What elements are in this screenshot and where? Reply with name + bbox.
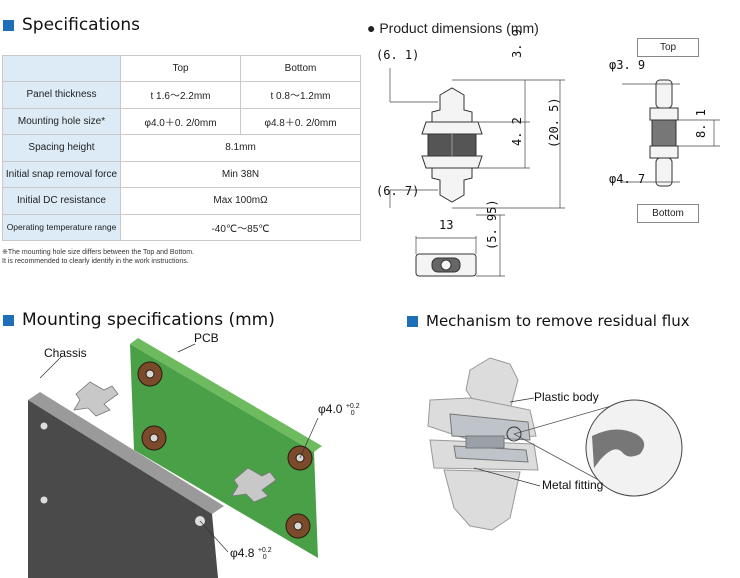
- row-value-top: φ4.0＋0. 2/0mm: [120, 107, 241, 135]
- tolerance-upper: +0.2: [257, 546, 272, 554]
- tolerance-lower: 0: [262, 553, 267, 561]
- column-header-bottom: Bottom: [240, 55, 361, 82]
- spec-note-2: It is recommended to clearly identify in…: [2, 258, 189, 265]
- row-label: Spacing height: [2, 134, 121, 162]
- table-row: Mounting hole size* φ4.0＋0. 2/0mm φ4.8＋0…: [2, 107, 361, 135]
- mounting-illustration: [28, 338, 322, 578]
- table-row: Initial snap removal force Min 38N: [2, 160, 361, 188]
- table-header-row: Top Bottom: [2, 55, 361, 82]
- dim-20-5: (20. 5): [547, 97, 561, 148]
- row-label: Mounting hole size*: [2, 107, 121, 135]
- mounting-section-title: Mounting specifications (mm): [3, 310, 275, 330]
- tolerance-lower: 0: [350, 409, 355, 417]
- table-row: Initial DC resistance Max 100mΩ: [2, 187, 361, 215]
- column-header-top: Top: [120, 55, 241, 82]
- hole-4-0-label: φ4.0 +0.2 0: [318, 402, 360, 417]
- row-label: Panel thickness: [2, 81, 121, 109]
- dim-8-1: 8. 1: [694, 109, 708, 138]
- row-value: Min 38N: [120, 160, 361, 188]
- row-label: Operating temperature range: [2, 213, 121, 241]
- product-dimensions-drawing: [389, 68, 720, 277]
- row-label: Initial DC resistance: [2, 187, 121, 215]
- hole-4-8-label: φ4.8 +0.2 0: [230, 546, 272, 561]
- row-value-bottom: φ4.8＋0. 2/0mm: [240, 107, 361, 135]
- bottom-label-box: Bottom: [637, 204, 699, 223]
- dim-3-9: 3. 9: [510, 29, 524, 58]
- hole-4-0-tolerance: +0.2 0: [346, 403, 360, 417]
- metal-fitting-label: Metal fitting: [542, 478, 604, 492]
- table-row: Spacing height 8.1mm: [2, 134, 361, 162]
- mechanism-title: Mechanism to remove residual flux: [426, 312, 690, 330]
- plastic-body-label: Plastic body: [534, 390, 599, 404]
- dim-6-1: (6. 1): [376, 48, 420, 62]
- top-label-box: Top: [637, 38, 699, 57]
- spec-table: Top Bottom Panel thickness t 1.6～2.2mm t…: [2, 55, 361, 241]
- section-square-icon: [3, 19, 14, 31]
- row-value-top: t 1.6～2.2mm: [120, 81, 241, 109]
- section-square-icon: [407, 315, 418, 327]
- dim-5-95: (5. 95): [485, 199, 499, 250]
- mounting-title: Mounting specifications (mm): [22, 310, 275, 330]
- table-corner-cell: [2, 55, 121, 82]
- section-square-icon: [3, 314, 14, 326]
- tolerance-upper: +0.2: [345, 402, 360, 410]
- dims-title: ● Product dimensions (mm): [367, 20, 539, 36]
- connector-part: [73, 381, 277, 503]
- hole-4-0-value: φ4.0: [318, 402, 343, 416]
- row-value: 8.1mm: [120, 134, 361, 162]
- hole-4-8-value: φ4.8: [230, 546, 255, 560]
- front-view-part: [649, 79, 679, 187]
- row-label: Initial snap removal force: [2, 160, 121, 188]
- hole-4-8-tolerance: +0.2 0: [258, 547, 272, 561]
- pcb-label: PCB: [194, 331, 219, 345]
- pcb-board: [130, 338, 322, 558]
- side-view-part: [421, 87, 483, 203]
- metal-fitting-part: [449, 413, 531, 463]
- dim-phi-3-9: φ3. 9: [609, 58, 646, 72]
- row-value: Max 100mΩ: [120, 187, 361, 215]
- spec-title: Specifications: [22, 15, 141, 35]
- spec-note-1: ※The mounting hole size differs between …: [2, 249, 195, 256]
- dim-phi-4-7: φ4. 7: [609, 172, 646, 186]
- table-row: Panel thickness t 1.6～2.2mm t 0.8～1.2mm: [2, 81, 361, 109]
- table-row: Operating temperature range -40℃～85℃: [2, 213, 361, 241]
- dim-6-7: (6. 7): [376, 184, 420, 198]
- zoom-detail: [506, 399, 683, 497]
- dim-4-2: 4. 2: [510, 117, 524, 146]
- row-value-bottom: t 0.8～1.2mm: [240, 81, 361, 109]
- spec-section-title: Specifications: [3, 15, 140, 35]
- dim-13: 13: [439, 218, 454, 232]
- chassis-label: Chassis: [44, 346, 87, 360]
- row-value: -40℃～85℃: [120, 213, 361, 241]
- top-view-part: [415, 253, 477, 277]
- mechanism-illustration: [427, 357, 683, 531]
- mechanism-section-title: Mechanism to remove residual flux: [407, 312, 690, 330]
